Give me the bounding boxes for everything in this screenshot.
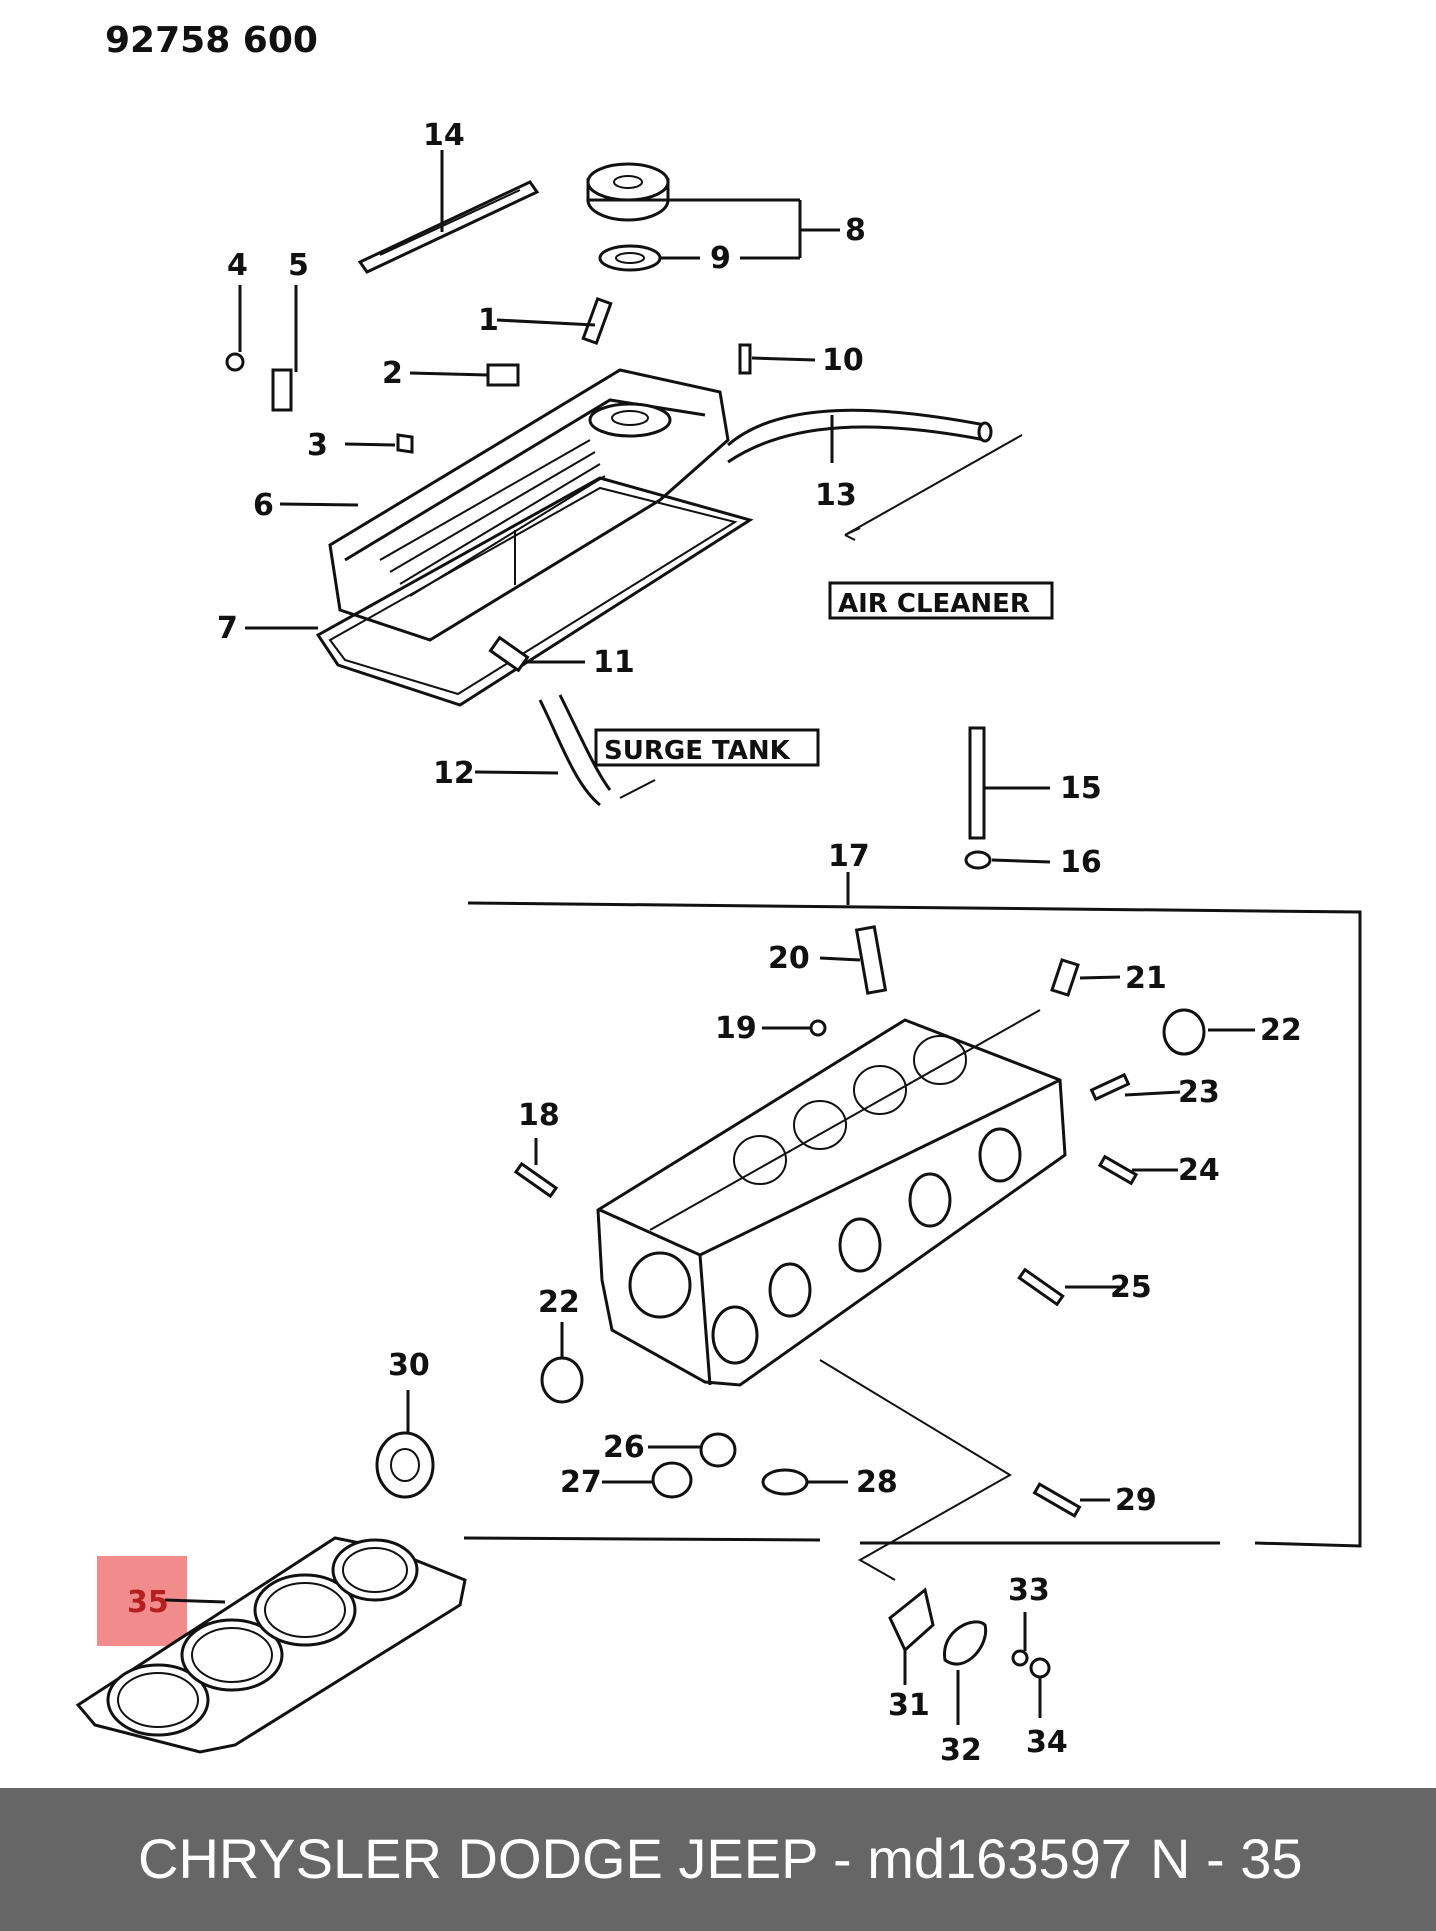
stud-24-part xyxy=(1097,1154,1139,1186)
breather-part xyxy=(581,296,613,346)
head-bolt-part xyxy=(968,726,986,840)
plug-21-part xyxy=(1050,958,1080,997)
washer-part xyxy=(964,850,992,870)
callout-10: 10 xyxy=(822,343,864,378)
callout-1: 1 xyxy=(478,303,499,338)
pcv-valve-part xyxy=(488,635,530,673)
dowel-20-part xyxy=(854,925,888,995)
nut-34-part xyxy=(1029,1657,1051,1679)
callout-28: 28 xyxy=(856,1465,898,1500)
cap-22-top-part xyxy=(1162,1008,1206,1056)
callout-27: 27 xyxy=(560,1465,602,1500)
oil-seal-30-part xyxy=(375,1431,435,1499)
footer-bar: CHRYSLER DODGE JEEP - md163597 N - 35 xyxy=(0,1788,1436,1931)
footer-brand-part: CHRYSLER DODGE JEEP - md163597 xyxy=(138,1827,1132,1890)
callout-29: 29 xyxy=(1115,1483,1157,1518)
callout-14: 14 xyxy=(423,118,465,153)
callout-13: 13 xyxy=(815,478,857,513)
air-cleaner-box xyxy=(828,581,1054,620)
bolt-10-part xyxy=(738,343,752,375)
callout-15: 15 xyxy=(1060,771,1102,806)
callout-24: 24 xyxy=(1178,1153,1220,1188)
callout-25: 25 xyxy=(1110,1270,1152,1305)
nameplate-part xyxy=(357,180,540,274)
callout-3: 3 xyxy=(307,428,328,463)
screw-19-part xyxy=(809,1019,827,1037)
callout-31: 31 xyxy=(888,1688,930,1723)
bracket-part xyxy=(271,368,293,412)
surge-tank-label: SURGE TANK xyxy=(604,736,791,766)
callout-8: 8 xyxy=(845,213,866,248)
callout-11: 11 xyxy=(593,645,635,680)
callout-23: 23 xyxy=(1178,1075,1220,1110)
seal-27-part xyxy=(651,1461,693,1499)
stud-25-part xyxy=(1017,1267,1065,1307)
callout-19: 19 xyxy=(715,1011,757,1046)
seal-26-part xyxy=(699,1432,737,1468)
seal-28-part xyxy=(761,1468,809,1496)
clip-part xyxy=(486,363,520,387)
breather-hose-part xyxy=(727,408,986,447)
cylinder-head-part xyxy=(596,1009,1067,1387)
bolt-4-part xyxy=(225,352,245,372)
footer-page: N - 35 xyxy=(1150,1827,1303,1890)
grommet-part xyxy=(396,433,414,454)
callout-33: 33 xyxy=(1008,1573,1050,1608)
callout-30: 30 xyxy=(388,1348,430,1383)
stud-18-part xyxy=(513,1161,559,1199)
cylinder-head-group-box xyxy=(463,901,1362,1548)
callout-32: 32 xyxy=(940,1733,982,1768)
callout-26: 26 xyxy=(603,1430,645,1465)
callout-34: 34 xyxy=(1026,1725,1068,1760)
callout-12: 12 xyxy=(433,756,475,791)
callout-5: 5 xyxy=(288,248,309,283)
callout-2: 2 xyxy=(382,356,403,391)
air-cleaner-label: AIR CLEANER xyxy=(838,589,1030,619)
callout-16: 16 xyxy=(1060,845,1102,880)
valve-cover-gasket-part xyxy=(315,476,754,707)
callout-22-top: 22 xyxy=(1260,1013,1302,1048)
callout-labels: 1 2 3 4 5 6 7 8 9 10 11 12 13 14 15 16 1… xyxy=(217,118,1302,1768)
callout-9: 9 xyxy=(710,241,731,276)
callout-6: 6 xyxy=(253,488,274,523)
surge-tank-box xyxy=(594,728,820,767)
exploded-parts-diagram: 92758 600 xyxy=(75,20,1362,1768)
leader-lines xyxy=(164,150,1255,1725)
diagram-code: 92758 600 xyxy=(105,20,318,61)
head-gasket-35-part xyxy=(75,1536,467,1754)
callout-35: 35 xyxy=(127,1585,169,1620)
callout-22-lower: 22 xyxy=(538,1285,580,1320)
stud-23-part xyxy=(1089,1072,1131,1102)
stud-29-part xyxy=(1032,1482,1082,1518)
nut-33-part xyxy=(1011,1649,1029,1667)
gasket-31-part xyxy=(888,1587,935,1653)
callout-4: 4 xyxy=(227,248,248,283)
oil-filler-cap-part xyxy=(586,162,670,222)
callout-21: 21 xyxy=(1125,961,1167,996)
cap-22-lower-part xyxy=(540,1356,584,1404)
callout-17: 17 xyxy=(828,839,870,874)
callout-7: 7 xyxy=(217,611,238,646)
callout-18: 18 xyxy=(518,1098,560,1133)
callout-20: 20 xyxy=(768,941,810,976)
cover-32-part xyxy=(943,1620,988,1666)
surge-hose-part xyxy=(538,699,601,807)
cap-gasket-part xyxy=(598,244,662,272)
